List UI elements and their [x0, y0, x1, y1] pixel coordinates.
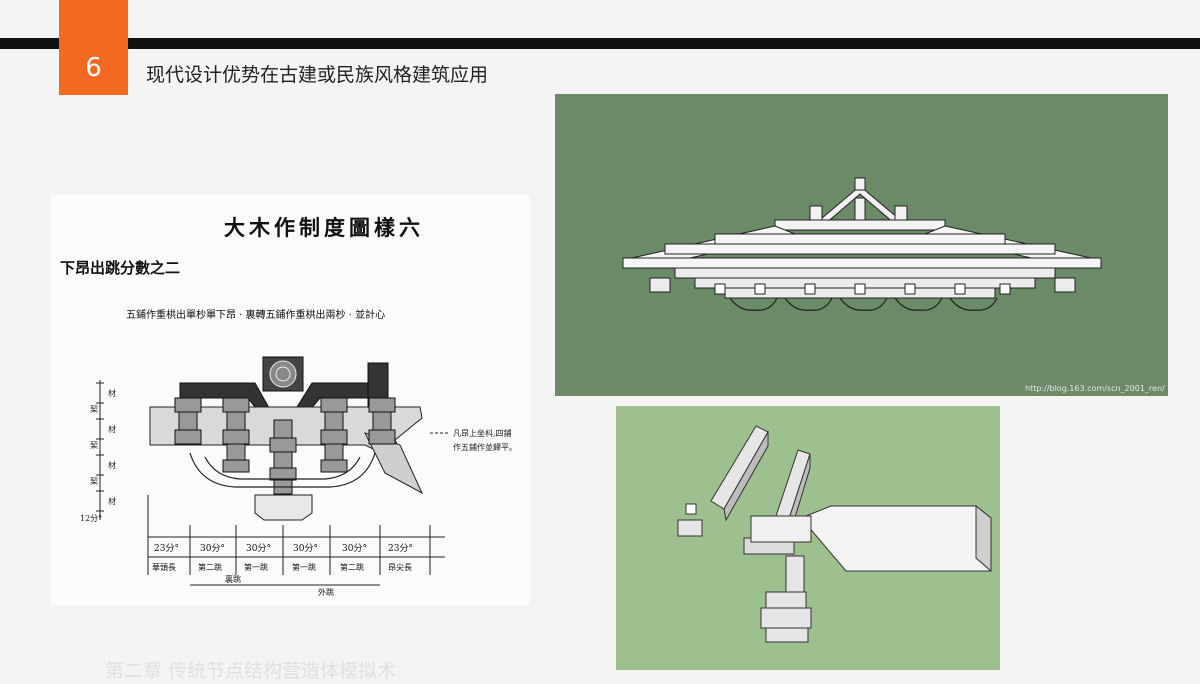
side-label: 材: [108, 460, 116, 470]
segment-label: 昂尖長: [388, 562, 412, 572]
side-label: 材: [108, 496, 116, 506]
segment-label: 第一跳: [292, 562, 316, 572]
header-bar: [0, 38, 1200, 49]
footer-text: 第二章 传统节点结构营造体模拟术: [105, 660, 397, 682]
segment-label: 第二跳: [340, 562, 364, 572]
roof-image-watermark: http://blog.163.com/scn_2001_ren/: [1025, 384, 1165, 393]
drawing-subtitle: 下昂出跳分數之二: [60, 259, 181, 277]
dimension-label: 30分°: [342, 543, 367, 554]
segment-label: 第二跳: [198, 562, 222, 572]
drawing-note-line: 凡昂上坐枓,四鋪: [453, 429, 512, 438]
drawing-caption: 五鋪作重栱出單杪單下昂 · 裏轉五鋪作重栱出兩杪 · 並計心: [126, 310, 386, 321]
dimension-label: 30分°: [293, 543, 318, 554]
side-label: 材: [108, 424, 116, 434]
bracket-set-drawing: 材 栔 材 栔 材 栔 材 12分°: [80, 356, 450, 597]
bracket-3d-components-image: [677, 425, 992, 643]
segment-label: 華頭長: [152, 562, 176, 572]
slide-title: 现代设计优势在古建或民族风格建筑应用: [146, 64, 489, 86]
side-label: 栔: [90, 404, 98, 414]
dimension-label: 23分°: [154, 543, 179, 554]
drawing-note-line: 作五鋪作並歸平。: [453, 443, 517, 452]
drawing-note: 凡昂上坐枓,四鋪 作五鋪作並歸平。: [453, 427, 523, 455]
side-label: 材: [108, 388, 116, 398]
roof-3d-model-image: [622, 177, 1102, 311]
dimension-label: 30分°: [200, 543, 225, 554]
dimension-label: 30分°: [246, 543, 271, 554]
side-label: 栔: [90, 476, 98, 486]
traditional-drawing-panel: 大木作制度圖樣六 下昂出跳分數之二 五鋪作重栱出單杪單下昂 · 裏轉五鋪作重栱出…: [50, 195, 530, 605]
bottom-label: 裏跳: [225, 574, 241, 584]
dimension-label: 23分°: [388, 543, 413, 554]
side-label: 栔: [90, 440, 98, 450]
section-number-badge: 6: [59, 0, 128, 95]
bottom-label: 外跳: [318, 587, 334, 597]
drawing-title: 大木作制度圖樣六: [224, 215, 424, 240]
bracket-components-panel: [616, 406, 1000, 670]
side-bottom-label: 12分°: [80, 514, 102, 523]
segment-label: 第一跳: [244, 562, 268, 572]
roof-model-panel: http://blog.163.com/scn_2001_ren/: [555, 94, 1168, 396]
